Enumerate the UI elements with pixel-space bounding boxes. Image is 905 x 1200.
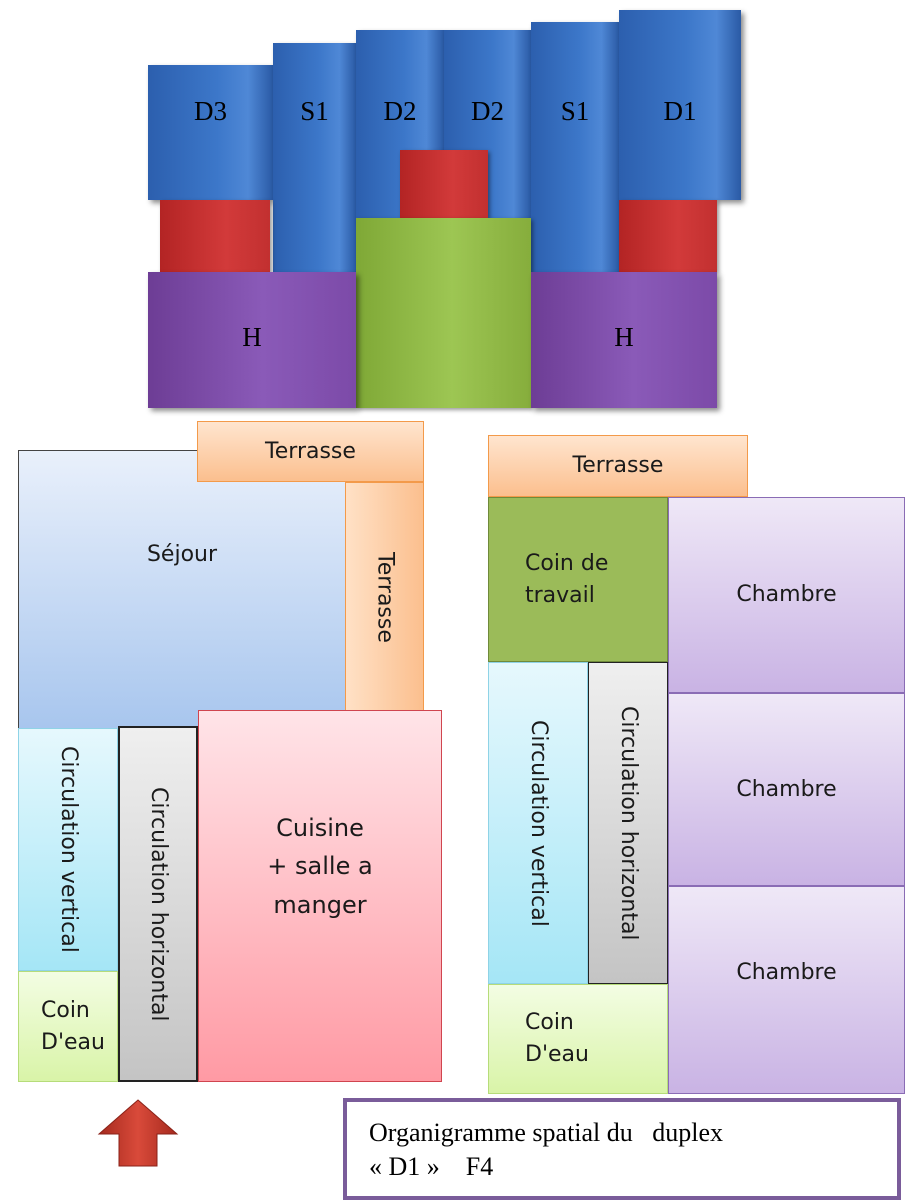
caption-line-2: « D1 » F4 (369, 1151, 494, 1181)
label-sejour: Séjour (146, 542, 218, 567)
room-circulation-vertical-left: Circulation vertical (18, 728, 118, 971)
label-coin-eau-right: Coin D'eau (525, 1010, 589, 1067)
balcony-left (160, 200, 270, 272)
room-coin-travail: Coin de travail (488, 497, 668, 662)
tower-label-d2-right: D2 (471, 96, 504, 126)
room-chambre-2: Chambre (668, 693, 905, 886)
room-terrasse-top-left: Terrasse (197, 421, 424, 482)
label-circulation-vertical-right: Circulation vertical (525, 719, 551, 927)
room-cuisine: Cuisine + salle a manger (198, 710, 442, 1082)
room-circulation-horizontal-right: Circulation horizontal (588, 662, 668, 984)
tower-d3 (148, 65, 273, 200)
label-cuisine: Cuisine + salle a manger (267, 814, 373, 919)
label-chambre-1: Chambre (736, 582, 837, 608)
hall-right (531, 272, 717, 408)
hall-label-right: H (614, 322, 634, 352)
hall-left (148, 272, 356, 408)
tower-s1-left (273, 43, 356, 273)
label-terrasse-top-right: Terrasse (572, 453, 664, 479)
label-terrasse-side: Terrasse (372, 551, 398, 643)
core-block (356, 218, 531, 408)
room-sejour: Séjour (18, 450, 345, 728)
room-chambre-1: Chambre (668, 497, 905, 693)
label-coin-travail: Coin de travail (525, 550, 609, 608)
tower-label-d3: D3 (194, 96, 227, 126)
balcony-right (619, 200, 717, 272)
room-coin-eau-left: Coin D'eau (18, 971, 118, 1082)
label-coin-eau-left: Coin D'eau (41, 997, 105, 1055)
room-coin-eau-right: Coin D'eau (488, 984, 668, 1094)
tower-label-d2-left: D2 (383, 96, 417, 126)
label-terrasse-top-left: Terrasse (265, 438, 356, 464)
room-chambre-3: Chambre (668, 886, 905, 1094)
room-circulation-vertical-right: Circulation vertical (488, 662, 588, 984)
balcony-center (400, 150, 488, 218)
room-circulation-horizontal-left: Circulation horizontal (118, 726, 198, 1082)
label-chambre-3: Chambre (736, 960, 837, 985)
massing-diagram: D3 S1 D2 D2 S1 D1 H H (0, 0, 905, 420)
entrance-arrow-icon (97, 1099, 179, 1167)
tower-label-d1: D1 (663, 96, 697, 126)
tower-s1-right (531, 22, 619, 273)
tower-label-s1-right: S1 (560, 96, 590, 126)
tower-label-s1-left: S1 (300, 96, 329, 126)
label-circulation-horizontal-right: Circulation horizontal (615, 705, 641, 941)
caption-line-1: Organigramme spatial du duplex (369, 1118, 724, 1147)
room-terrasse-side: Terrasse (345, 482, 424, 712)
hall-label-left: H (242, 322, 262, 352)
label-circulation-horizontal-left: Circulation horizontal (145, 786, 171, 1022)
label-chambre-2: Chambre (736, 776, 837, 802)
tower-d1 (619, 10, 741, 200)
label-circulation-vertical-left: Circulation vertical (55, 746, 81, 953)
room-terrasse-top-right: Terrasse (488, 435, 748, 497)
diagram-caption: Organigramme spatial du duplex « D1 » F4 (343, 1098, 901, 1200)
